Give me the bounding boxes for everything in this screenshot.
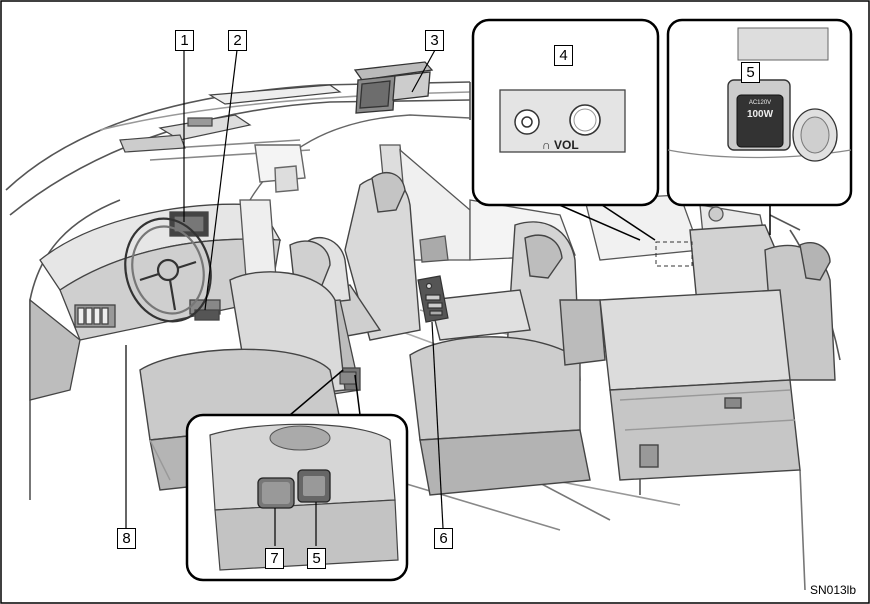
jack-panel-label: ∩ VOL bbox=[542, 138, 579, 152]
leader-3 bbox=[411, 49, 436, 93]
second-row-seat bbox=[409, 221, 606, 496]
outlet-wattage: 100W bbox=[746, 109, 774, 120]
windshield bbox=[249, 114, 471, 201]
inset-ac-outlet bbox=[666, 18, 853, 235]
remote-control bbox=[417, 275, 449, 323]
leader-6 bbox=[431, 321, 444, 529]
leader-2 bbox=[204, 49, 238, 311]
third-row-bench bbox=[599, 224, 836, 481]
figure-code: SN013lb bbox=[809, 583, 856, 597]
callout-3: 3 bbox=[425, 30, 444, 51]
leader-lines bbox=[125, 49, 444, 529]
callout-6: 6 bbox=[434, 528, 453, 549]
callout-5-top: 5 bbox=[741, 62, 760, 83]
callout-4: 4 bbox=[554, 45, 573, 66]
overhead-screen bbox=[353, 61, 434, 114]
callout-1: 1 bbox=[175, 30, 194, 51]
inset-jack-panel bbox=[471, 18, 660, 241]
callout-5-bottom: 5 bbox=[307, 548, 326, 569]
dashboard bbox=[29, 203, 282, 401]
outlet-voltage: AC120V bbox=[748, 100, 772, 106]
console-outlet-small bbox=[339, 371, 357, 385]
steering-wheel bbox=[124, 217, 212, 323]
callout-8: 8 bbox=[117, 528, 136, 549]
callout-2: 2 bbox=[228, 30, 247, 51]
callout-7: 7 bbox=[265, 548, 284, 569]
jack-location-marker bbox=[655, 241, 693, 267]
ceiling-console bbox=[119, 84, 342, 153]
inset-console-outlets bbox=[185, 369, 409, 582]
